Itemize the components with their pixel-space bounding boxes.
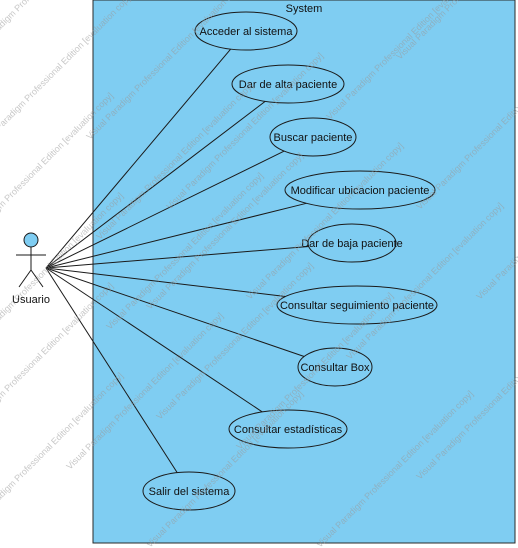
actor-right-leg [30, 269, 44, 288]
association-baja [45, 246, 309, 269]
use-case-seguimiento[interactable]: Consultar seguimiento paciente [276, 285, 438, 325]
use-case-label: Dar de baja paciente [301, 238, 403, 250]
use-case-modificar[interactable]: Modificar ubicacion paciente [284, 170, 436, 210]
use-case-ellipse [142, 471, 236, 511]
use-case-buscar[interactable]: Buscar paciente [269, 117, 357, 157]
use-case-box[interactable]: Consultar Box [297, 347, 373, 387]
system-title: System [286, 3, 323, 15]
use-case-ellipse [231, 64, 345, 104]
use-case-baja[interactable]: Dar de baja paciente [301, 223, 403, 263]
use-case-alta[interactable]: Dar de alta paciente [231, 64, 345, 104]
association-buscar [45, 150, 285, 269]
use-case-label: Consultar seguimiento paciente [280, 300, 434, 312]
association-box [45, 267, 305, 357]
use-case-label: Buscar paciente [274, 132, 353, 144]
use-case-ellipse [228, 409, 348, 449]
use-case-estadisticas[interactable]: Consultar estadísticas [228, 409, 348, 449]
actor-left-leg [18, 269, 32, 288]
use-case-ellipse [194, 11, 298, 51]
actor-head [23, 232, 39, 248]
use-case-label: Dar de alta paciente [239, 79, 337, 91]
use-case-ellipse [269, 117, 357, 157]
use-case-label: Consultar estadísticas [234, 424, 343, 436]
association-modificar [45, 202, 307, 269]
use-case-salir[interactable]: Salir del sistema [142, 471, 236, 511]
actor-usuario[interactable]: Usuario [12, 232, 50, 306]
use-case-ellipse [297, 347, 373, 387]
use-case-ellipse [276, 285, 438, 325]
association-estadisticas [45, 267, 263, 413]
association-seguimiento [45, 267, 286, 297]
use-case-label: Salir del sistema [149, 486, 231, 498]
use-case-label: Acceder al sistema [200, 26, 294, 38]
association-acceder [45, 48, 232, 269]
associations [45, 48, 309, 473]
association-salir [45, 267, 178, 473]
use-case-label: Modificar ubicacion paciente [291, 185, 430, 197]
use-case-label: Consultar Box [300, 362, 370, 374]
use-case-acceder[interactable]: Acceder al sistema [194, 11, 298, 51]
association-alta [45, 101, 266, 269]
use-case-ellipse [307, 223, 397, 263]
actor-label: Usuario [12, 294, 50, 306]
use-case-ellipse [284, 170, 436, 210]
